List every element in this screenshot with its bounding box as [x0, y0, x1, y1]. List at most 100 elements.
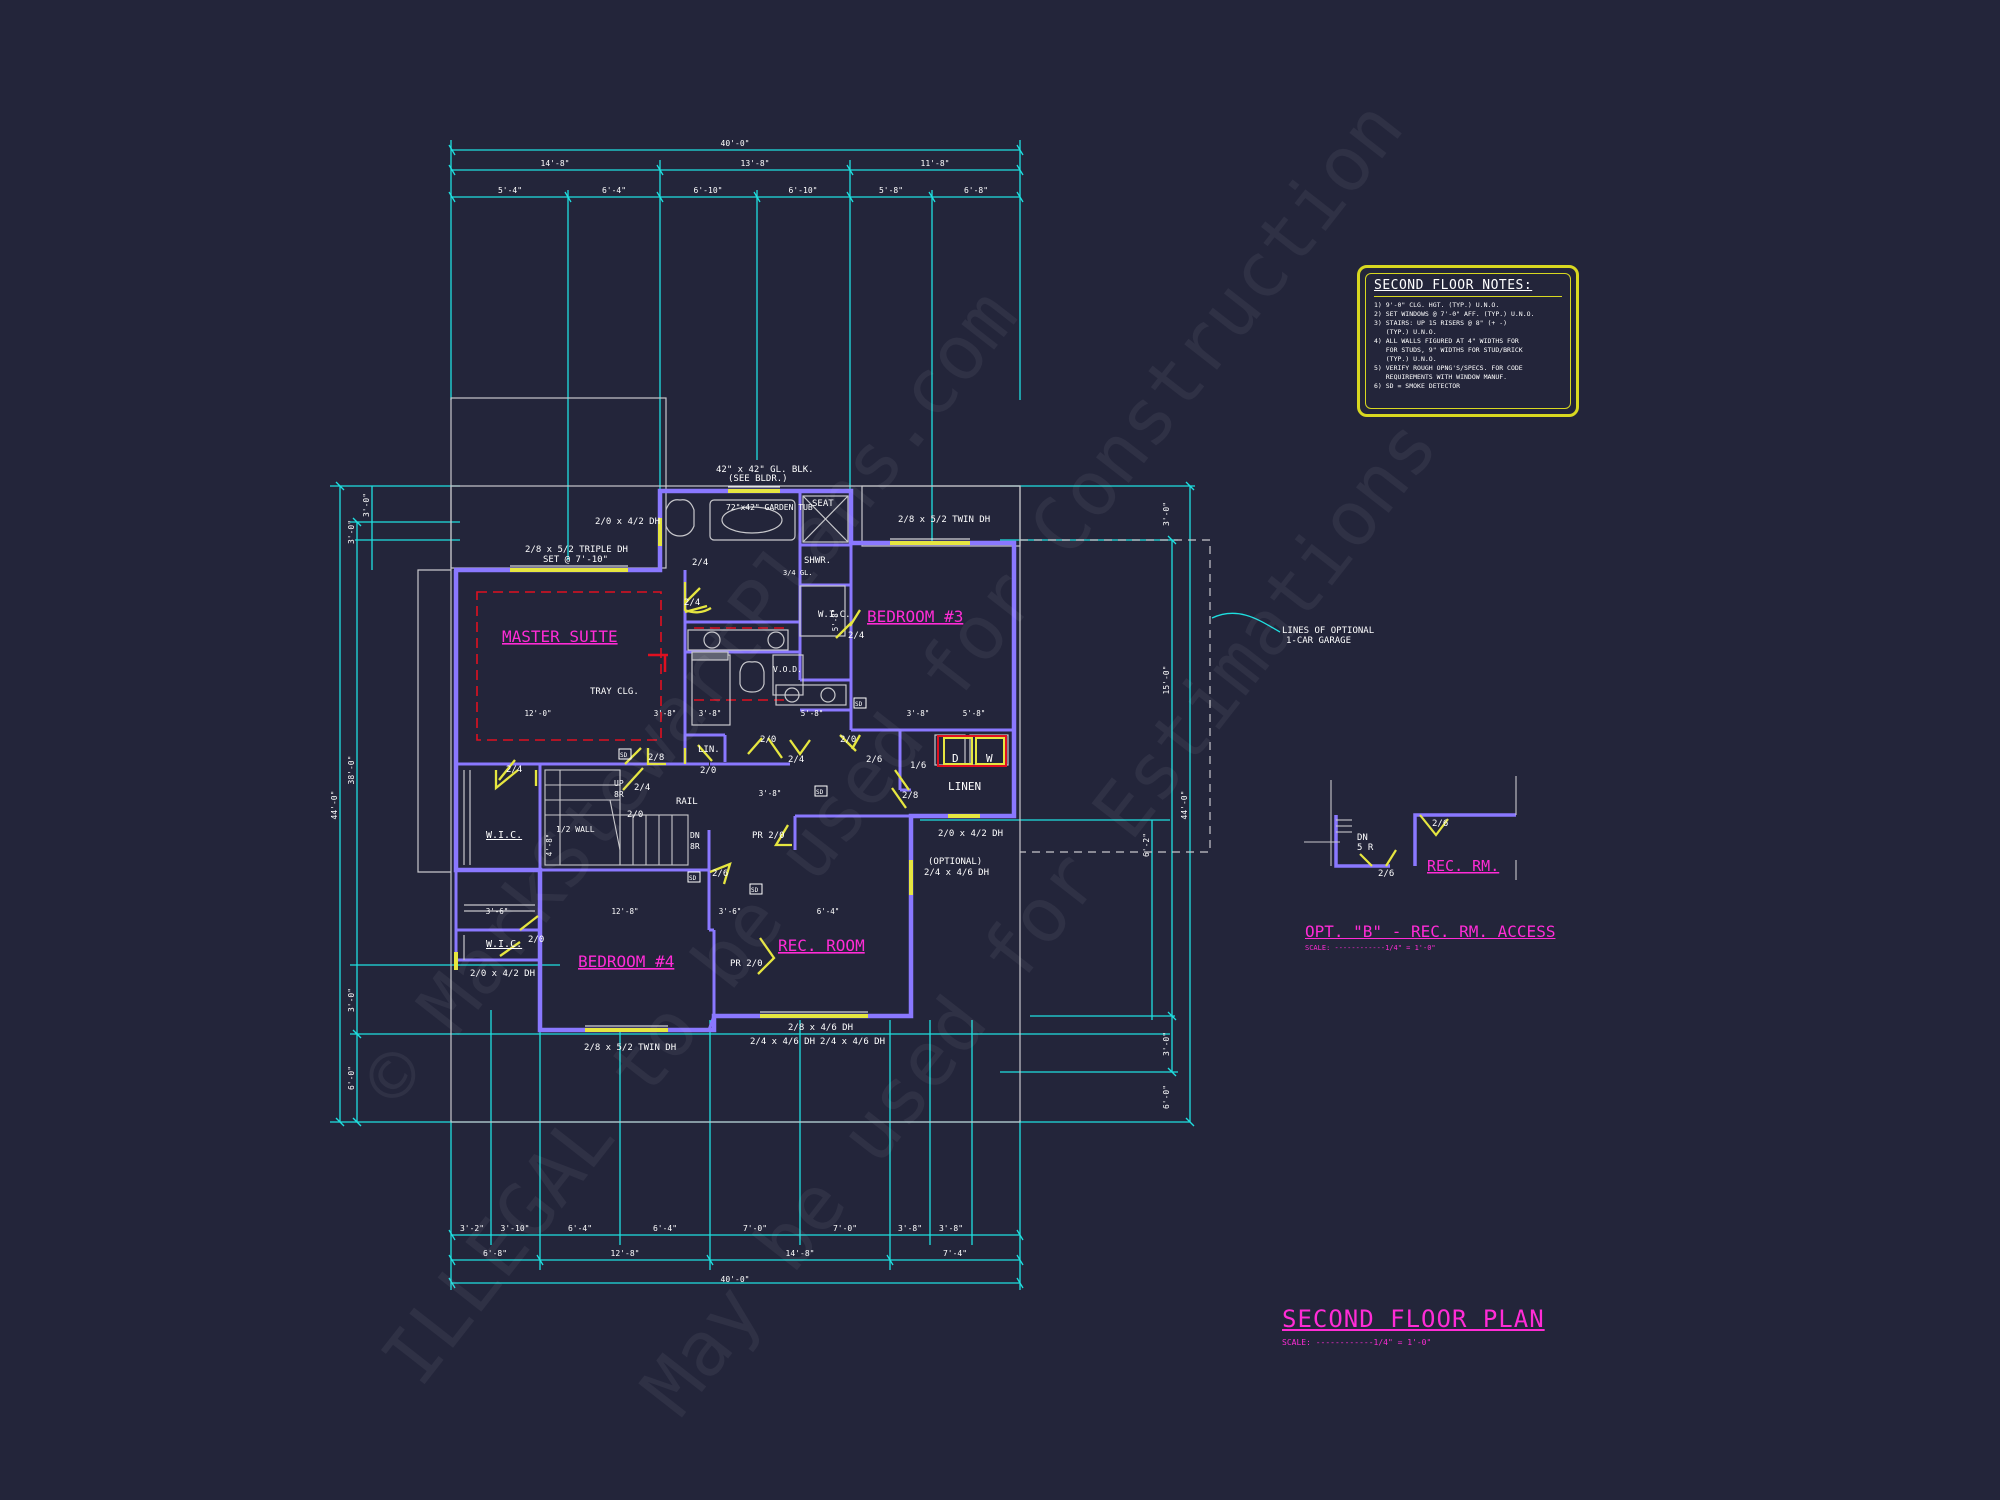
option-b-walls	[1334, 813, 1516, 868]
side-dimension-text: 44'-0" 38'-0" 3'-0" 3'-0" 3'-0" 6'-0" 44…	[330, 493, 1189, 1109]
bedroom-3-label: BEDROOM #3	[867, 607, 963, 626]
dim-inner-8: 3'-6"	[719, 907, 742, 916]
sd-tag-1: SD	[620, 752, 628, 759]
watermark-line-2: ILLEGAL to be used for Construction	[364, 84, 1420, 1401]
dim-top-detail-3: 6'-10"	[694, 186, 723, 195]
stair-up-label: UP	[614, 779, 624, 788]
dim-top-mid-3: 11'-8"	[921, 159, 950, 168]
master-window-set-label: SET @ 7'-10"	[543, 555, 608, 565]
seat-label: SEAT	[812, 499, 834, 509]
bottom-dimension-lines	[448, 1010, 1024, 1290]
second-floor-notes-box: SECOND FLOOR NOTES: 1) 9'-0" CLG. HGT. (…	[1357, 265, 1579, 417]
sd-tag-4: SD	[689, 875, 697, 882]
sd-tag-5: SD	[751, 887, 759, 894]
door-label-11: 2/8	[902, 791, 918, 801]
bed4-twin-window-label: 2/8 x 5/2 TWIN DH	[584, 1043, 676, 1053]
note-item: 1) 9'-0" CLG. HGT. (TYP.) U.N.O.	[1374, 301, 1500, 309]
dim-top-overall: 40'-0"	[721, 139, 750, 148]
rec-center-window-label: 2/8 x 4/6 DH	[788, 1023, 853, 1033]
stair-dn-risers: 8R	[690, 842, 700, 851]
option-b-small-labels: DN 5 R 2/6 2/6	[1357, 819, 1448, 879]
vod-label: V.O.D.	[773, 665, 802, 674]
note-item: 2) SET WINDOWS @ 7'-0" AFF. (TYP.) U.N.O…	[1374, 310, 1535, 318]
option-b-title: OPT. "B" - REC. RM. ACCESS	[1305, 922, 1556, 941]
door-label-9: 2/6	[866, 755, 882, 765]
dim-top-detail-5: 5'-8"	[879, 186, 903, 195]
interior-walls	[454, 491, 1014, 1031]
note-item: 5) VERIFY ROUGH OPNG'S/SPECS. FOR CODE	[1374, 364, 1523, 372]
dim-inner-7: 12'-8"	[611, 907, 638, 916]
notes-list: 1) 9'-0" CLG. HGT. (TYP.) U.N.O. 2) SET …	[1374, 301, 1562, 391]
door-label-15: 2/4	[634, 783, 650, 793]
dim-right-mid-4: 3'-0"	[1162, 1032, 1171, 1056]
washer-dryer-box	[937, 735, 1007, 767]
dim-inner-13: 5'-8"	[831, 609, 840, 632]
dim-left-mid: 38'-0"	[347, 756, 356, 785]
bedroom-4-label: BEDROOM #4	[578, 952, 674, 971]
dim-bot-detail-8: 3'-8"	[939, 1224, 963, 1233]
dim-inner-5: 3'-8"	[907, 709, 930, 718]
opt-b-door-label-2: 2/6	[1432, 819, 1448, 829]
wic-bath-label: W.I.C.	[818, 610, 851, 620]
dim-inner-3: 3'-8"	[699, 709, 722, 718]
inner-dimension-text: 12'-0" 3'-8" 3'-8" 5'-8" 3'-8" 5'-8" 12'…	[486, 609, 986, 916]
dim-top-detail-6: 6'-8"	[964, 186, 988, 195]
linen-closet-label: LIN.	[698, 745, 720, 755]
optional-window-label: 2/4 x 4/6 DH	[924, 868, 989, 878]
windows	[454, 489, 980, 1032]
note-item: 4) ALL WALLS FIGURED AT 4" WIDTHS FOR	[1374, 337, 1519, 345]
door-label-1: 2/4	[692, 558, 708, 568]
bed3-side-window-label: 2/0 x 4/2 DH	[938, 829, 1003, 839]
optional-label: (OPTIONAL)	[928, 857, 982, 867]
option-b-stairs	[1304, 776, 1517, 880]
dim-left-detail-3: 3'-0"	[347, 988, 356, 1012]
note-item: REQUIREMENTS WITH WINDOW MANUF.	[1374, 373, 1508, 381]
smoke-detectors	[618, 697, 867, 895]
wic-bottom-label: W.I.C.	[486, 939, 522, 950]
dim-bot-detail-6: 7'-0"	[833, 1224, 857, 1233]
tray-ceiling-outline	[476, 591, 790, 741]
smoke-detector-text: SD SD SD SD SD	[620, 701, 863, 894]
plan-scale: SCALE: ------------1/4" = 1'-0"	[1282, 1338, 1432, 1347]
door-label-6: 2/0	[760, 735, 776, 745]
washer-label: W	[986, 752, 993, 765]
door-label-3: 2/4	[506, 765, 522, 775]
notes-inner-frame: SECOND FLOOR NOTES: 1) 9'-0" CLG. HGT. (…	[1365, 273, 1571, 409]
note-item: 6) SD = SMOKE DETECTOR	[1374, 382, 1461, 390]
dim-left-overall: 44'-0"	[330, 791, 339, 820]
window-sills	[510, 486, 970, 1027]
opt-b-dn-label: DN	[1357, 833, 1368, 843]
dim-inner-4: 5'-8"	[801, 709, 824, 718]
dim-inner-6: 5'-8"	[963, 709, 986, 718]
door-label-13: 2/6	[712, 869, 728, 879]
dim-bot-mid-3: 14'-8"	[786, 1249, 815, 1258]
opt-b-risers-label: 5 R	[1357, 843, 1374, 853]
note-item: (TYP.) U.N.O.	[1374, 355, 1437, 363]
dim-left-detail-4: 6'-0"	[347, 1066, 356, 1090]
dim-top-mid-1: 14'-8"	[541, 159, 570, 168]
pr-door-label-1: PR 2/0	[752, 831, 785, 841]
dim-right-mid-2: 15'-0"	[1162, 666, 1171, 695]
stair-dn-label: DN	[690, 831, 700, 840]
wic-left-label: W.I.C.	[486, 830, 522, 841]
opt-b-door-label-1: 2/6	[1378, 869, 1394, 879]
door-label-5: 2/0	[700, 766, 716, 776]
door-label-8: 2/0	[840, 735, 856, 745]
dim-bot-detail-5: 7'-0"	[743, 1224, 767, 1233]
dim-top-detail-2: 6'-4"	[602, 186, 626, 195]
dim-bot-detail-3: 6'-4"	[568, 1224, 592, 1233]
tray-label: TRAY CLG.	[590, 687, 639, 697]
garden-tub-label: 72"x42" GARDEN TUB	[726, 503, 813, 512]
shower-label: SHWR.	[804, 556, 831, 566]
dim-bot-overall: 40'-0"	[721, 1275, 750, 1284]
door-label-12: 2/4	[848, 631, 864, 641]
dim-inner-1: 12'-0"	[524, 709, 551, 718]
option-b-doors	[1359, 814, 1449, 867]
dim-bot-detail-4: 6'-4"	[653, 1224, 677, 1233]
red-marker	[648, 653, 668, 672]
dim-top-detail-4: 6'-10"	[789, 186, 818, 195]
rail-label: RAIL	[676, 797, 698, 807]
note-item: FOR STUDS, 9" WIDTHS FOR STUD/BRICK	[1374, 346, 1523, 354]
door-label-16: 2/0	[627, 810, 643, 820]
